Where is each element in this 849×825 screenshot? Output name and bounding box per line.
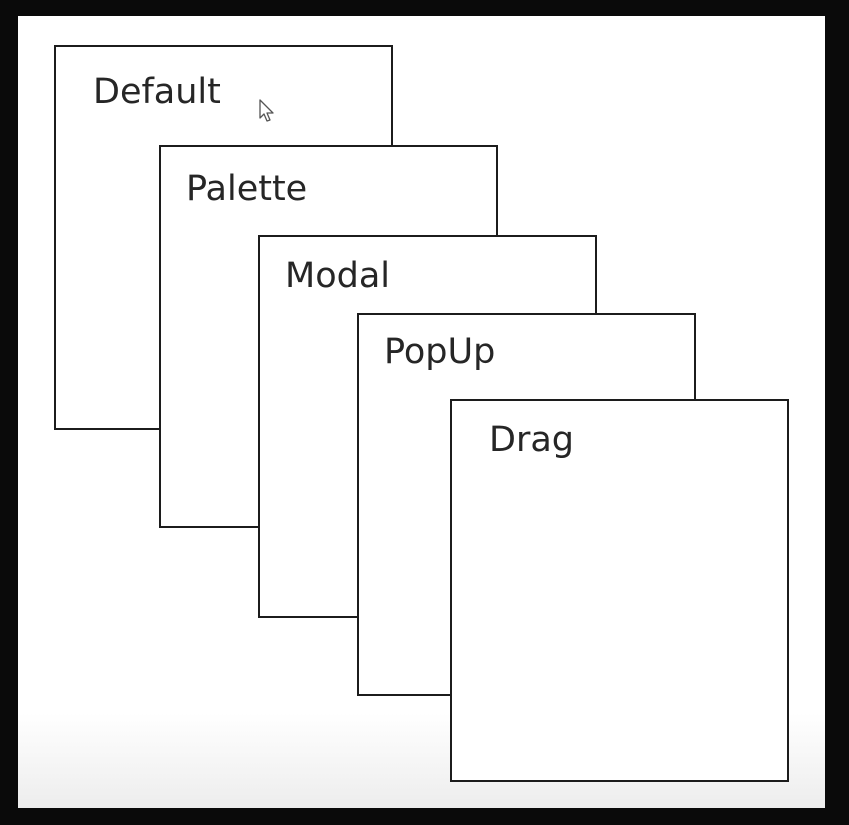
window-drag: Drag: [450, 399, 789, 782]
window-label-palette: Palette: [186, 169, 308, 209]
window-label-default: Default: [93, 72, 221, 112]
window-label-modal: Modal: [285, 256, 390, 296]
window-label-popup: PopUp: [384, 332, 496, 372]
diagram-canvas: Default Palette Modal PopUp Drag: [18, 16, 825, 808]
window-label-drag: Drag: [489, 420, 575, 460]
arrow-pointer-icon: [259, 99, 274, 122]
